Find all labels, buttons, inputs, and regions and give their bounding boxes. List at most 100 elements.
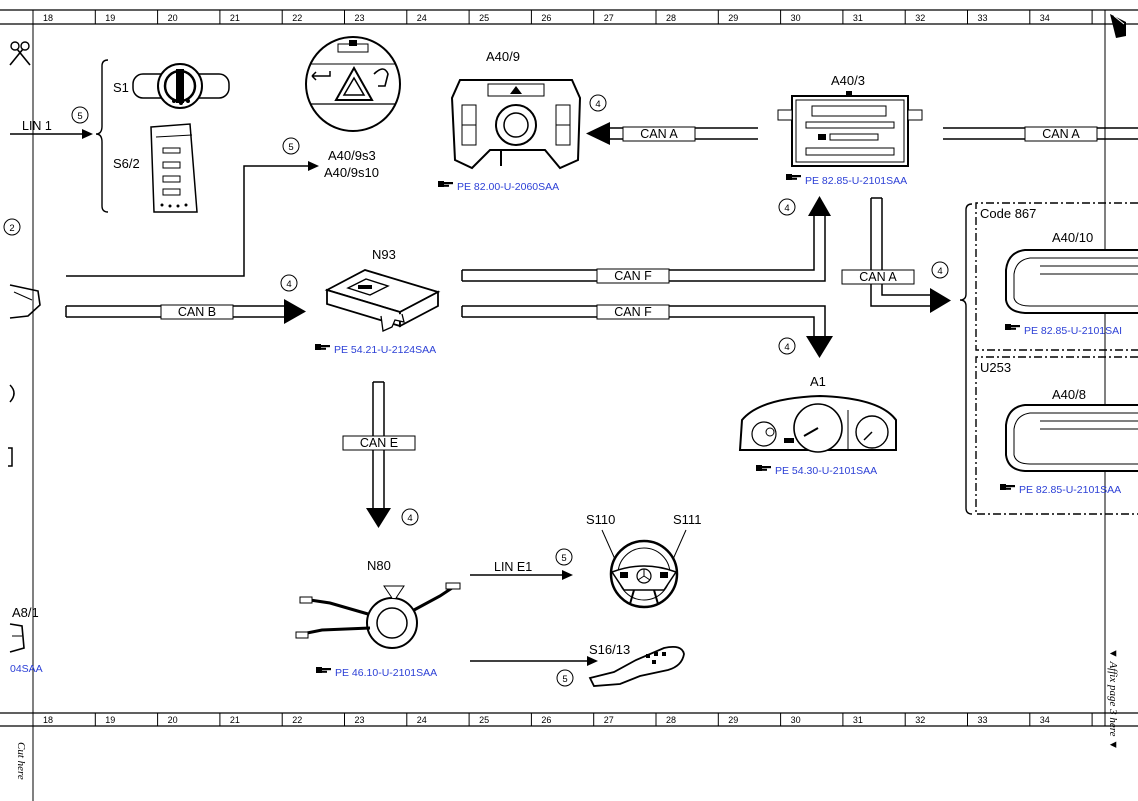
svg-text:CAN A: CAN A [640, 127, 678, 141]
badge-left: 2 [3, 218, 21, 236]
ref-a1: PE 54.30-U-2101SAA [775, 465, 877, 477]
ruler-column-label: 23 [355, 13, 365, 23]
ruler-column-label: 33 [978, 715, 988, 725]
a40-8-display-icon [1005, 404, 1138, 472]
svg-text:CAN A: CAN A [1042, 127, 1080, 141]
ruler-column-label: 21 [230, 715, 240, 725]
ruler-column-label: 24 [417, 715, 427, 725]
ruler-column-label: 30 [791, 715, 801, 725]
bus-can-b: CAN B [65, 299, 306, 324]
a1-instrument-cluster-icon [738, 394, 897, 453]
bus-can-e: CAN E [342, 381, 416, 528]
svg-text:4: 4 [407, 513, 412, 524]
ref-a40-9: PE 82.00-U-2060SAA [457, 181, 559, 193]
pointing-hand-icon [315, 344, 330, 350]
brace-s1-s6 [95, 59, 109, 213]
label-s1: S1 [113, 80, 129, 95]
group-code-867 [975, 202, 1138, 351]
ruler-column-label: 18 [43, 715, 53, 725]
label-s111: S111 [673, 512, 701, 527]
ruler-column-label: 28 [666, 13, 676, 23]
ref-a40-8: PE 82.85-U-2101SAA [1019, 484, 1121, 496]
ruler-column-label: 29 [728, 13, 738, 23]
ref-n93: PE 54.21-U-2124SAA [334, 344, 436, 356]
label-n93: N93 [372, 247, 396, 262]
group-u253 [975, 356, 1138, 515]
svg-text:4: 4 [286, 279, 291, 290]
bus-can-f-upper: CAN F [461, 196, 831, 284]
svg-text:5: 5 [77, 111, 82, 122]
ruler-column-label: 20 [168, 715, 178, 725]
ruler-column-label: 30 [791, 13, 801, 23]
ruler-column-label: 23 [355, 715, 365, 725]
ruler-column-label: 20 [168, 13, 178, 23]
n93-module-icon [324, 269, 441, 332]
a40-10-display-icon [1005, 249, 1138, 314]
s1-switch-icon [132, 63, 230, 109]
page-corner-mark [1110, 14, 1126, 38]
label-s16-13: S16/13 [589, 642, 630, 657]
affix-text: ▼ Affix page 3 here ▼ [1107, 648, 1119, 750]
svg-text:5: 5 [561, 553, 566, 564]
ref-a40-3: PE 82.85-U-2101SAA [805, 175, 907, 187]
ruler-column-label: 21 [230, 13, 240, 23]
svg-text:4: 4 [595, 99, 600, 110]
badge-lin-e1: 5 [555, 548, 573, 566]
label-a40-10: A40/10 [1052, 230, 1093, 245]
svg-text:CAN A: CAN A [859, 270, 897, 284]
ruler-column-label: 25 [479, 13, 489, 23]
svg-text:4: 4 [784, 342, 789, 353]
ruler-column-label: 22 [292, 715, 302, 725]
pointing-hand-icon [756, 465, 771, 471]
a8-1-component-icon [9, 623, 25, 653]
label-a40-9s3: A40/9s3 [328, 148, 376, 163]
steering-wheel-icon [609, 539, 679, 609]
badge-can-e: 4 [401, 508, 419, 526]
s6-2-switch-panel-icon [150, 123, 198, 213]
a40-9-control-panel-icon [450, 79, 582, 170]
svg-text:CAN B: CAN B [178, 305, 216, 319]
badge-lin1: 5 [71, 106, 89, 124]
label-code-867: Code 867 [980, 206, 1036, 221]
ref-n80: PE 46.10-U-2101SAA [335, 667, 437, 679]
badge-can-a-up: 4 [778, 198, 796, 216]
label-s6-2: S6/2 [113, 156, 140, 171]
ruler-column-label: 28 [666, 715, 676, 725]
s16-13-gear-selector-icon [588, 645, 685, 687]
ruler-column-label: 26 [541, 13, 551, 23]
pointing-hand-icon [316, 667, 331, 673]
bus-label-lin-e1: LIN E1 [494, 560, 532, 574]
bus-label-lin1: LIN 1 [22, 119, 52, 133]
a40-9s3-hazard-switch-icon [305, 36, 401, 132]
label-a40-9: A40/9 [486, 49, 520, 64]
ruler-column-label: 34 [1040, 715, 1050, 725]
ruler-column-label: 18 [43, 13, 53, 23]
s16-13-arrow [587, 656, 598, 666]
cut-here-text: Cut here [15, 742, 27, 780]
lin-line-a40-9s [66, 165, 308, 277]
pointing-hand-icon [1000, 484, 1015, 490]
cutoff-component-left [8, 284, 41, 467]
label-a1: A1 [810, 374, 826, 389]
ruler-column-label: 27 [604, 13, 614, 23]
bus-can-f-lower: CAN F [461, 304, 833, 358]
svg-text:4: 4 [937, 266, 942, 277]
svg-text:CAN F: CAN F [614, 305, 652, 319]
bus-can-a-to-a40-9: CAN A [586, 122, 758, 145]
label-a8-1: A8/1 [12, 605, 39, 620]
svg-text:CAN F: CAN F [614, 269, 652, 283]
bottom-ruler [0, 712, 1138, 727]
ruler-column-label: 29 [728, 715, 738, 725]
pointing-hand-icon [1005, 324, 1020, 330]
lin-e1-arrow [562, 570, 573, 580]
badge-can-a-left: 4 [589, 94, 607, 112]
ref-a8-1: 04SAA [10, 663, 43, 675]
lin1-arrow [82, 129, 93, 139]
badge-a40-9s: 5 [282, 137, 300, 155]
ruler-column-label: 32 [915, 715, 925, 725]
pointing-hand-icon [438, 181, 453, 187]
ruler-column-label: 22 [292, 13, 302, 23]
n80-steering-column-module-icon [295, 582, 461, 649]
